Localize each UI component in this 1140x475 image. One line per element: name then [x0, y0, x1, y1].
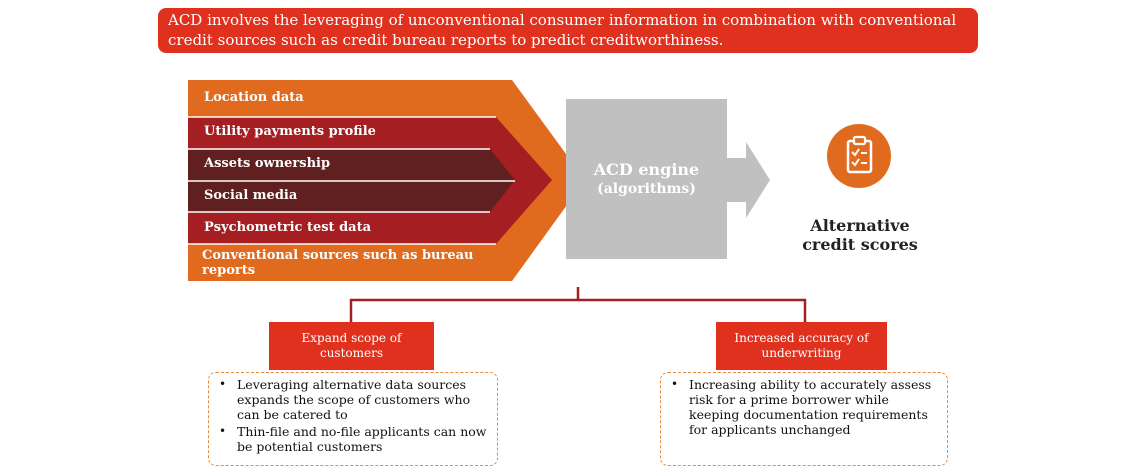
result-label: Alternative credit scores: [802, 216, 918, 254]
source-label-utility: Utility payments profile: [204, 124, 376, 139]
bullet-icon: •: [219, 377, 227, 391]
summary-banner: ACD involves the leveraging of unconvent…: [158, 8, 978, 53]
result-icon-circle: [827, 124, 891, 188]
source-label-psychometric: Psychometric test data: [204, 220, 372, 235]
acd-engine-label: ACD engine (algorithms): [566, 160, 727, 198]
source-label-assets: Assets ownership: [204, 156, 331, 171]
outcome-title-accuracy: Increased accuracy of underwriting: [716, 322, 887, 370]
list-item: •Thin-file and no-file applicants can no…: [219, 424, 487, 454]
bullet-icon: •: [671, 377, 679, 391]
outcome-details-accuracy: •Increasing ability to accurately assess…: [660, 372, 948, 466]
acd-engine-box: [566, 99, 727, 259]
engine-output-arrow: [726, 142, 770, 218]
bullet-icon: •: [219, 424, 227, 438]
source-label-social: Social media: [204, 188, 298, 203]
list-item: •Increasing ability to accurately assess…: [671, 377, 932, 437]
source-label-location: Location data: [204, 90, 304, 105]
engine-subtitle: (algorithms): [597, 181, 696, 197]
clipboard-check-icon: [846, 135, 873, 174]
outcome-details-scope: •Leveraging alternative data sources exp…: [208, 372, 498, 466]
source-label-conventional: Conventional sources such as bureau repo…: [202, 248, 474, 278]
list-item: •Leveraging alternative data sources exp…: [219, 377, 471, 422]
engine-title: ACD engine: [593, 160, 700, 179]
outcome-title-scope: Expand scope of customers: [269, 322, 434, 370]
